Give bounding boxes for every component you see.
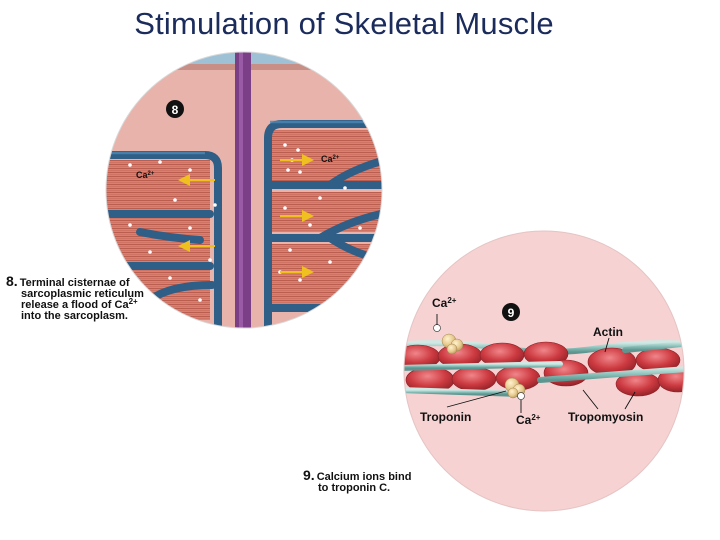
troponin-complex [441, 333, 464, 355]
calcium-release-arrows [178, 154, 314, 278]
caption-step-8: 8.Terminal cisternae of sarcoplasmic ret… [6, 273, 144, 322]
label-leader-lines [436, 314, 636, 413]
calcium-label-right: Ca2+ [321, 154, 340, 164]
step-9-badge [502, 303, 520, 321]
caption-8-line-1: Terminal cisternae of [19, 277, 130, 289]
caption-step-9: 9.Calcium ions bind to troponin C. [303, 467, 412, 494]
caption-9-number: 9. [303, 467, 315, 483]
actin-label: Actin [593, 325, 623, 339]
panel-9-actin-filament [404, 231, 684, 511]
tropomyosin-label: Tropomyosin [568, 410, 643, 424]
caption-8-number: 8. [6, 273, 18, 289]
calcium-ion [517, 392, 525, 400]
step-8-badge [166, 100, 184, 118]
myofibril [106, 160, 210, 210]
panel-8-border [105, 51, 383, 329]
calcium-label-top: Ca2+ [432, 296, 457, 310]
caption-9-line-1: Calcium ions bind [316, 471, 412, 483]
tropomyosin-front [404, 339, 684, 397]
caption-8-line-4: into the sarcoplasm. [21, 310, 128, 322]
step-8-badge-number: 8 [172, 103, 179, 117]
panel-9-border [403, 230, 685, 512]
caption-8-line-2: sarcoplasmic reticulum [21, 288, 144, 300]
calcium-ion [433, 324, 441, 332]
caption-8-line-3: release a flood of Ca2+ [21, 297, 138, 311]
myofibril [272, 130, 382, 182]
panel-8-sarcoplasmic-reticulum [106, 52, 382, 328]
troponin-label: Troponin [420, 410, 471, 424]
myofibril [272, 192, 382, 232]
caption-9-line-2: to troponin C. [318, 482, 391, 494]
myofibril [272, 244, 382, 304]
step-9-badge-number: 9 [508, 306, 515, 320]
calcium-label-bottom: Ca2+ [516, 413, 541, 427]
calcium-label-left: Ca2+ [136, 170, 155, 180]
page-title: Stimulation of Skeletal Muscle [134, 6, 554, 41]
